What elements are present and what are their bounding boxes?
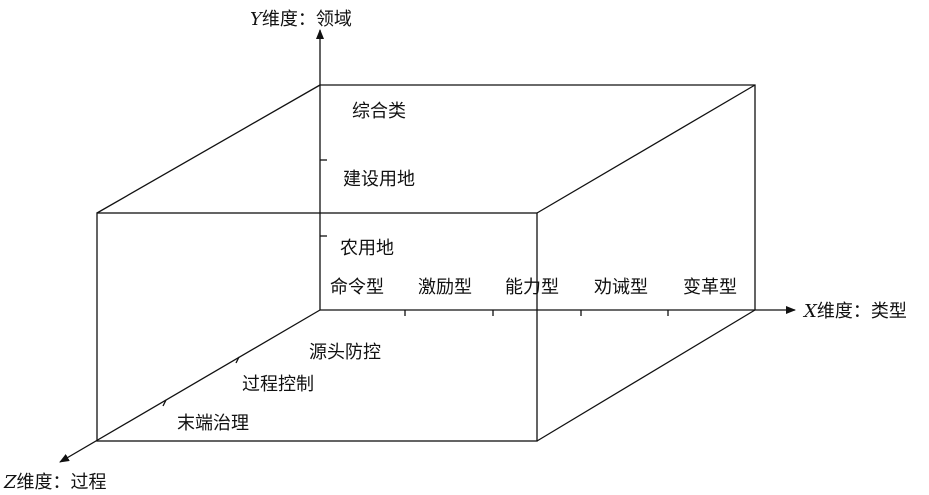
y-axis-title: Y维度：领域 — [250, 9, 352, 30]
x-axis-letter: X — [802, 301, 818, 322]
z-label-source-control: 源头防控 — [309, 342, 381, 363]
z-tick-1 — [235, 356, 240, 364]
z-axis-letter: Z — [3, 472, 17, 493]
y-axis-letter: Y — [250, 9, 264, 30]
x-label-command: 命令型 — [330, 277, 384, 298]
front-face — [96, 212, 538, 442]
y-axis-text: 维度：领域 — [262, 9, 352, 30]
cuboid — [96, 84, 756, 442]
z-axis-text: 维度：过程 — [17, 472, 107, 493]
x-axis-title: X维度：类型 — [802, 301, 907, 322]
edge-top-left — [96, 84, 321, 214]
x-label-exhortation: 劝诫型 — [594, 277, 648, 298]
z-tick-2 — [162, 399, 167, 407]
y-label-comprehensive: 综合类 — [352, 101, 406, 122]
y-label-construction-land: 建设用地 — [343, 169, 415, 190]
z-label-process-control: 过程控制 — [242, 374, 314, 395]
edge-top-right — [536, 84, 756, 214]
z-axis-title: Z维度：过程 — [3, 472, 107, 493]
edge-bottom-right — [536, 309, 756, 442]
y-label-farmland: 农用地 — [340, 238, 394, 259]
x-axis-text: 维度：类型 — [817, 301, 907, 322]
z-axis — [59, 309, 321, 463]
z-label-end-treatment: 末端治理 — [177, 413, 249, 434]
x-label-capability: 能力型 — [505, 277, 559, 298]
x-label-incentive: 激励型 — [418, 277, 472, 298]
x-label-transformation: 变革型 — [683, 277, 737, 298]
